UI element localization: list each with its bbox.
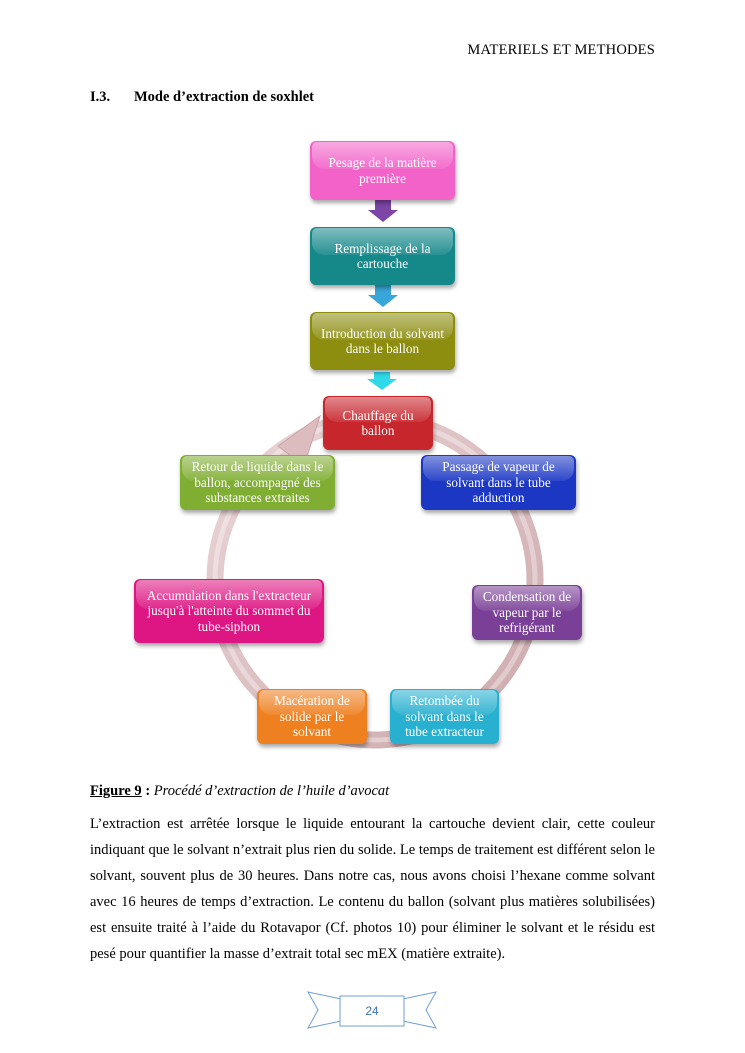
figure-label: Figure 9 <box>90 783 142 799</box>
cycle-retour-liquide: Retour de liquide dans le ballon, accomp… <box>180 455 335 510</box>
section-number: I.3. <box>90 89 111 105</box>
cycle-retombee: Retombée du solvant dans le tube extract… <box>390 689 499 744</box>
section-heading: I.3. Mode d’extraction de soxhlet <box>90 89 314 106</box>
caption-text: Procédé d’extraction de l’huile d’avocat <box>153 783 390 799</box>
cycle-accumulation: Accumulation dans l'extracteur jusqu'à l… <box>134 579 324 643</box>
page-number-ribbon <box>307 991 437 1029</box>
cycle-chauffage: Chauffage du ballon <box>323 396 433 450</box>
caption-separator: : <box>141 783 151 799</box>
running-header: MATERIELS ET METHODES <box>467 42 655 58</box>
step-remplissage: Remplissage de la cartouche <box>310 227 455 285</box>
cycle-condensation: Condensation de vapeur par le refrigéran… <box>472 585 582 640</box>
figure-caption: Figure 9 : Procédé d’extraction de l’hui… <box>90 783 389 800</box>
step-pesage: Pesage de la matière première <box>310 141 455 200</box>
cycle-maceration: Macération de solide par le solvant <box>257 689 367 744</box>
page-number: 24 <box>365 1004 379 1018</box>
body-paragraph: L’extraction est arrêtée lorsque le liqu… <box>90 816 655 962</box>
cycle-passage-vapeur: Passage de vapeur de solvant dans le tub… <box>421 455 576 510</box>
step-arrows <box>367 200 398 390</box>
step-arrow-1 <box>368 200 398 222</box>
step-arrow-2 <box>368 285 398 307</box>
step-arrow-3 <box>367 372 397 390</box>
step-introduction: Introduction du solvant dans le ballon <box>310 312 455 370</box>
section-title: Mode d’extraction de soxhlet <box>134 89 315 105</box>
